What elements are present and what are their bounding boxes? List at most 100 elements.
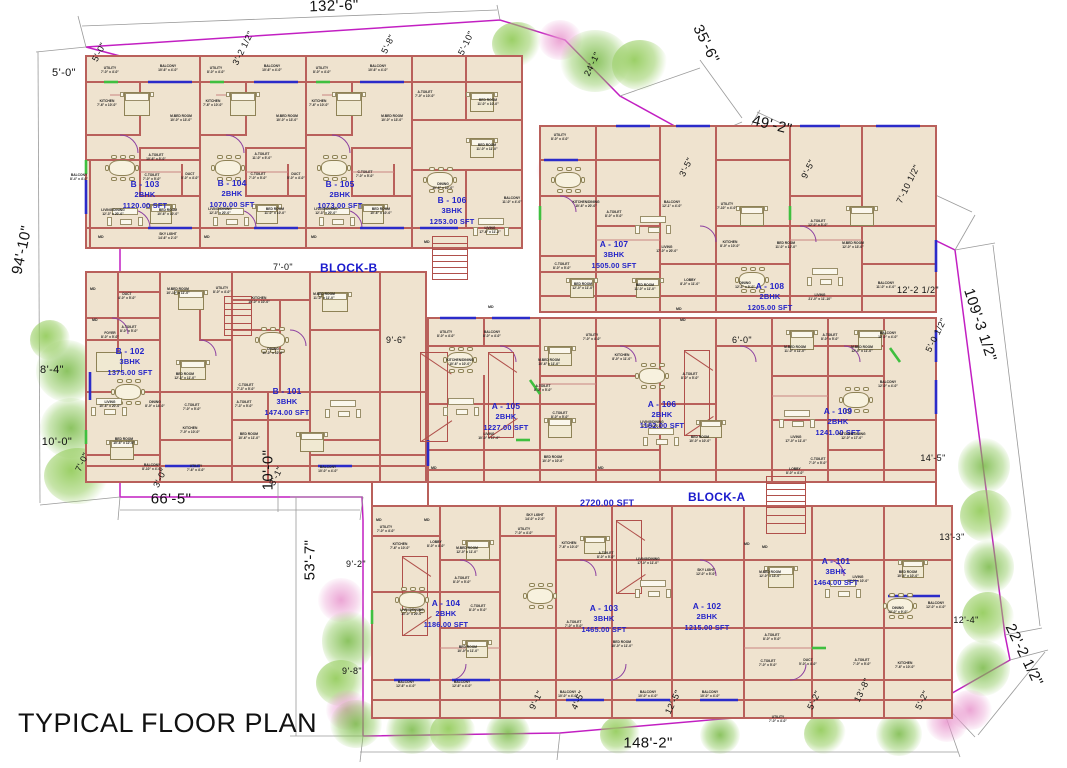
chair <box>410 587 416 591</box>
chair <box>447 167 453 171</box>
chair <box>547 583 553 587</box>
room-dims: 10'-0" x 10'-0" <box>262 351 284 356</box>
unit-area: 1073.00 SFT <box>317 200 363 210</box>
room-name: LOBBY <box>430 540 442 544</box>
pillow-area <box>571 279 593 286</box>
room-name: KITCHEN <box>392 542 408 546</box>
pillow-area <box>151 205 171 212</box>
room-name: C.TOILET <box>554 262 570 266</box>
side-table <box>794 566 798 571</box>
coffee-table <box>648 591 660 597</box>
chair <box>557 189 563 193</box>
room-name: DINING <box>267 347 279 351</box>
room-name: LIVING <box>661 245 673 249</box>
room-name: BED ROOM <box>776 241 796 245</box>
room-dims: 7'-6" x 10'-0" <box>203 103 223 108</box>
armchair <box>504 227 509 236</box>
chair <box>765 277 769 283</box>
dimension-label: 9'-6" <box>386 335 406 345</box>
chair <box>217 177 223 181</box>
chair <box>659 385 665 389</box>
room-dims: 12'-0" x 13'-0" <box>759 574 781 579</box>
room-dims: 10'-6" x 12'-0" <box>113 441 135 446</box>
side-table <box>488 640 492 645</box>
room-dims: 10'-0" x 20'-0" <box>401 612 423 617</box>
chair <box>129 155 135 159</box>
chair <box>111 177 117 181</box>
armchair <box>825 589 830 598</box>
chair <box>898 593 904 597</box>
room-name: KITCHEN <box>311 99 327 103</box>
unit-id: A - 107 <box>599 239 629 249</box>
chair <box>423 177 427 183</box>
room-dims: 17'-0" x 11'-0" <box>785 439 807 444</box>
unit-type: 3BHK <box>593 614 615 624</box>
sofa <box>448 398 474 405</box>
chair <box>126 379 132 383</box>
chair <box>135 379 141 383</box>
room-name: SKY LIGHT <box>526 513 544 517</box>
armchair <box>325 409 330 418</box>
room-name: KITCHEN <box>99 99 115 103</box>
side-table <box>204 290 208 295</box>
tree <box>958 438 1010 494</box>
room-name: LIVING <box>852 575 864 579</box>
armchair <box>779 419 784 428</box>
armchair <box>319 217 324 226</box>
unit-id: B - 102 <box>115 346 145 356</box>
room-name: FOYER <box>104 331 116 335</box>
room-dims: 7'-6" x 10'-0" <box>390 546 410 551</box>
room-name: BALCONY <box>143 463 161 467</box>
room-dims: 7'-0" x 10'-0" <box>180 430 200 435</box>
room-name: LIVING <box>483 432 495 436</box>
room-dims: 7'-0" x 4'-0" <box>583 337 601 342</box>
side-table <box>882 330 886 335</box>
room-name: SKY LIGHT <box>697 568 715 572</box>
chair <box>566 167 572 171</box>
chair <box>913 603 917 609</box>
unit-id: B - 103 <box>130 179 160 189</box>
room-dims: 7'-10" x 4'-0" <box>717 206 737 211</box>
pillow-area <box>471 139 493 146</box>
room-dims: 8'-0" x 11'-0" <box>612 357 632 362</box>
room-name: A.TOILET <box>682 372 698 376</box>
rug <box>96 352 122 372</box>
dining-table <box>887 598 913 614</box>
room-dims: 10'-6" x 4'-0" <box>368 68 388 73</box>
side-table <box>490 540 494 545</box>
room-name: BED ROOM <box>175 372 195 376</box>
room-dims: 10'-6" x 11'-0" <box>538 362 560 367</box>
side-table <box>332 92 336 97</box>
side-table <box>318 292 322 297</box>
side-table <box>462 540 466 545</box>
chair <box>449 369 455 373</box>
tree <box>700 716 740 754</box>
room-dims: 8'-0" x 4'-0" <box>437 334 455 339</box>
room-name: UTILITY <box>379 525 393 529</box>
room-dims: 12'-3" x 20'-0" <box>209 211 231 216</box>
room-dims: 8'-0" x 5'-0" <box>605 214 623 219</box>
chair <box>553 593 557 599</box>
chair <box>575 189 581 193</box>
coffee-table <box>226 219 238 225</box>
tree <box>876 712 922 756</box>
room-dims: 12'-0" x 13'-0" <box>842 245 864 250</box>
page-title: TYPICAL FLOOR PLAN <box>18 708 318 738</box>
unit-type: 2BHK <box>651 410 673 420</box>
room-dims: 10'-0" x 13'-0" <box>170 118 192 123</box>
chair <box>217 155 223 159</box>
room-name: UTILITY <box>771 715 785 719</box>
